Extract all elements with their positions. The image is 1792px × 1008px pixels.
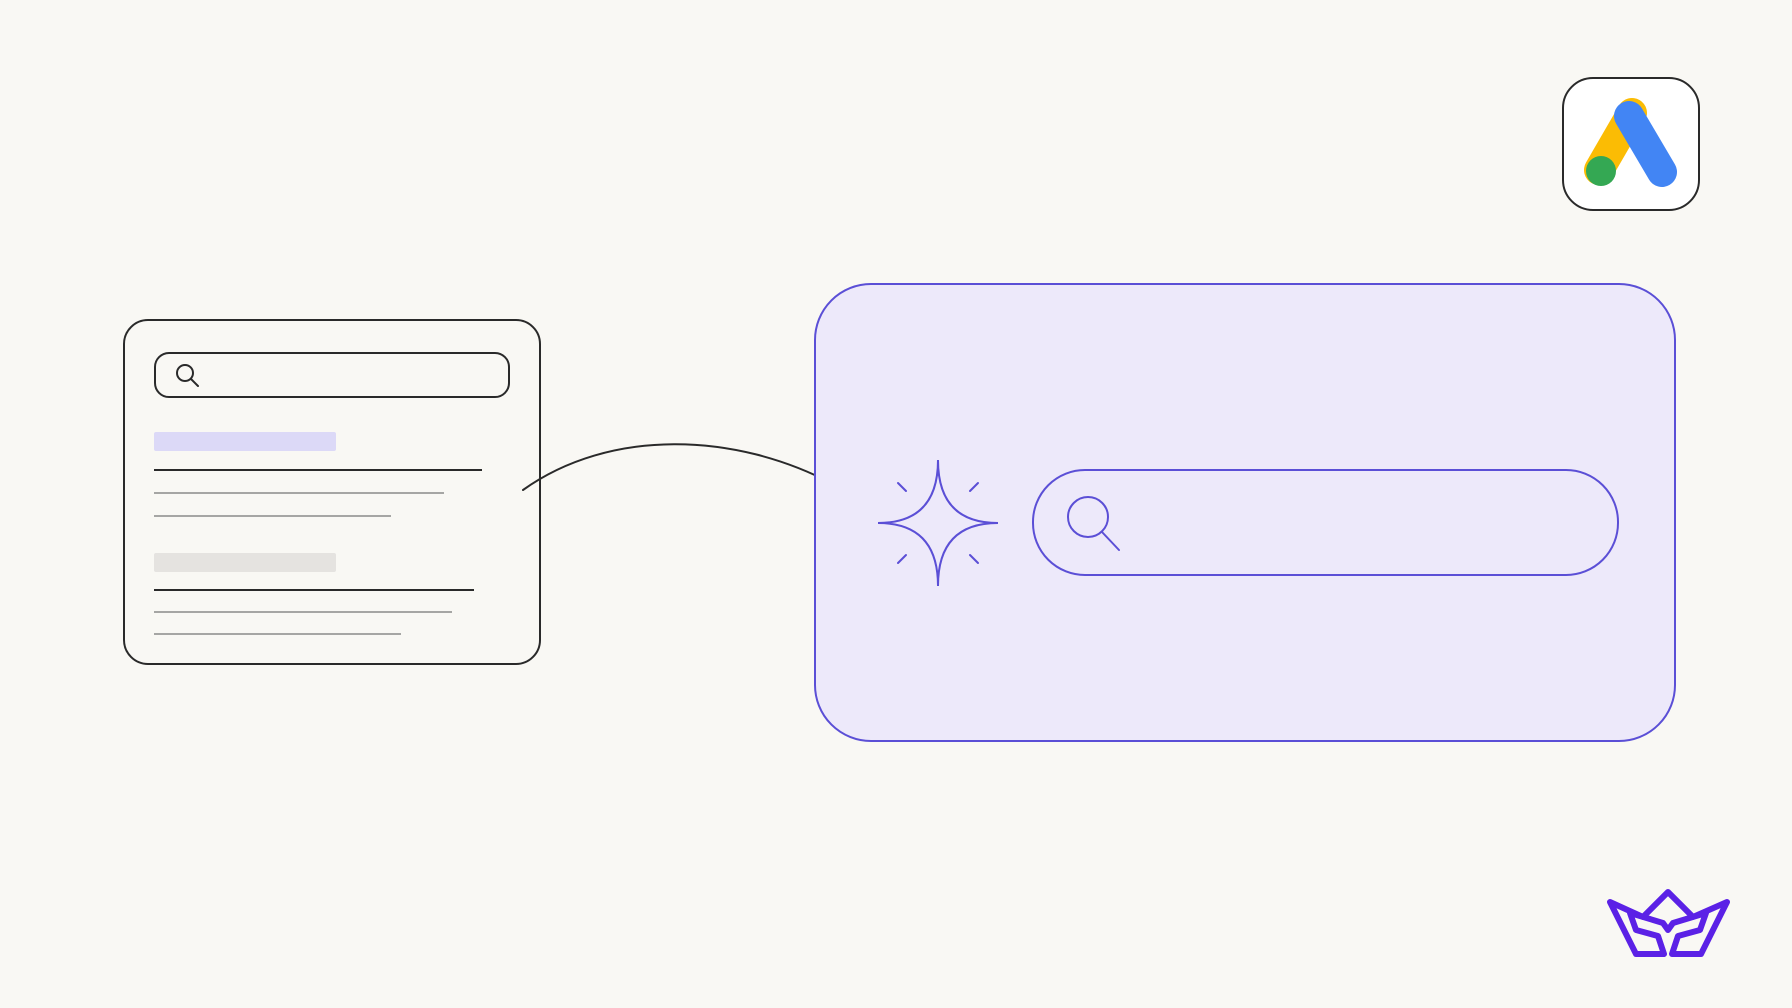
result-heading-placeholder — [154, 553, 336, 572]
result-heading-placeholder — [154, 432, 336, 451]
search-results-card — [123, 319, 541, 665]
search-icon — [1067, 496, 1120, 551]
connector-curve — [522, 443, 834, 491]
results-search-bar — [154, 352, 510, 398]
ai-search-panel — [814, 283, 1676, 742]
search-icon — [176, 364, 199, 387]
logo-green-dot — [1586, 156, 1616, 186]
sparkle-icon — [877, 459, 999, 587]
google-ads-logo — [1562, 77, 1700, 211]
search-result-2 — [154, 553, 474, 635]
results-search-field — [154, 352, 510, 398]
results-card-frame — [123, 319, 541, 665]
ai-search-field — [1032, 469, 1619, 576]
ai-panel-frame — [814, 283, 1676, 742]
crown-brand-logo — [1607, 889, 1730, 957]
search-result-1 — [154, 432, 482, 517]
logo-blue-stroke — [1614, 101, 1677, 187]
ai-search-bar — [1032, 469, 1619, 576]
